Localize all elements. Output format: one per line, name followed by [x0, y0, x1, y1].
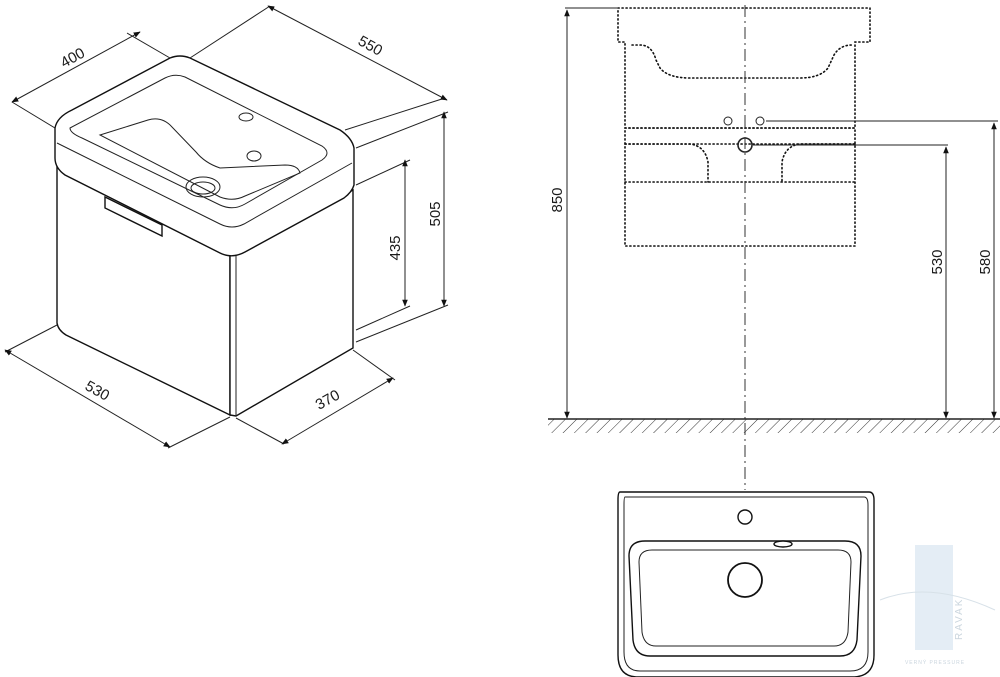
basin-plan-rim — [623, 496, 869, 672]
dim-height-inlets: 580 — [977, 249, 994, 274]
basin-top-edge — [56, 142, 353, 228]
dim-depth-bottom: 370 — [313, 387, 343, 414]
dim-width-top: 550 — [355, 33, 385, 60]
brand-watermark: RAVAK VERNÝ PRESSURE — [879, 545, 996, 666]
watermark-bar — [915, 545, 953, 650]
basin-bowl-outer — [69, 74, 328, 209]
dim-height-outlet: 530 — [929, 249, 946, 274]
dim-height-cabinet: 435 — [387, 235, 404, 260]
plan-view — [617, 491, 875, 677]
watermark-swoosh — [879, 591, 996, 611]
isometric-view: 400 550 505 435 530 370 — [4, 5, 449, 449]
dim-height-top: 850 — [549, 187, 566, 212]
basin-outline-dotted — [617, 7, 871, 129]
water-inlet-left — [723, 116, 733, 126]
overflow-hole — [246, 150, 262, 162]
bowl-plan-inner — [638, 549, 852, 647]
water-inlet-right — [755, 116, 765, 126]
drawer-handle — [104, 195, 163, 238]
dim-depth-top: 400 — [58, 45, 88, 72]
cabinet-outline-dotted — [624, 127, 856, 247]
faucet-hole — [238, 112, 254, 122]
floor-hatch — [548, 419, 1000, 433]
front-view: 850 580 530 — [548, 5, 1000, 490]
dim-width-bottom: 530 — [82, 378, 112, 405]
cabinet-front-face — [56, 163, 231, 417]
bowl-plan-outer — [628, 540, 862, 657]
watermark-tagline: VERNÝ PRESSURE — [905, 659, 965, 666]
watermark-brand: RAVAK — [954, 598, 965, 640]
bowl-outline-dotted — [631, 44, 853, 79]
plan-faucet-hole — [737, 509, 753, 525]
plan-drain — [727, 562, 763, 598]
dim-height-total: 505 — [427, 201, 444, 226]
plan-overflow — [773, 540, 793, 548]
drain-hole — [185, 176, 221, 198]
drain-hole-inner — [190, 181, 216, 195]
basin-bowl-inner — [98, 118, 301, 200]
